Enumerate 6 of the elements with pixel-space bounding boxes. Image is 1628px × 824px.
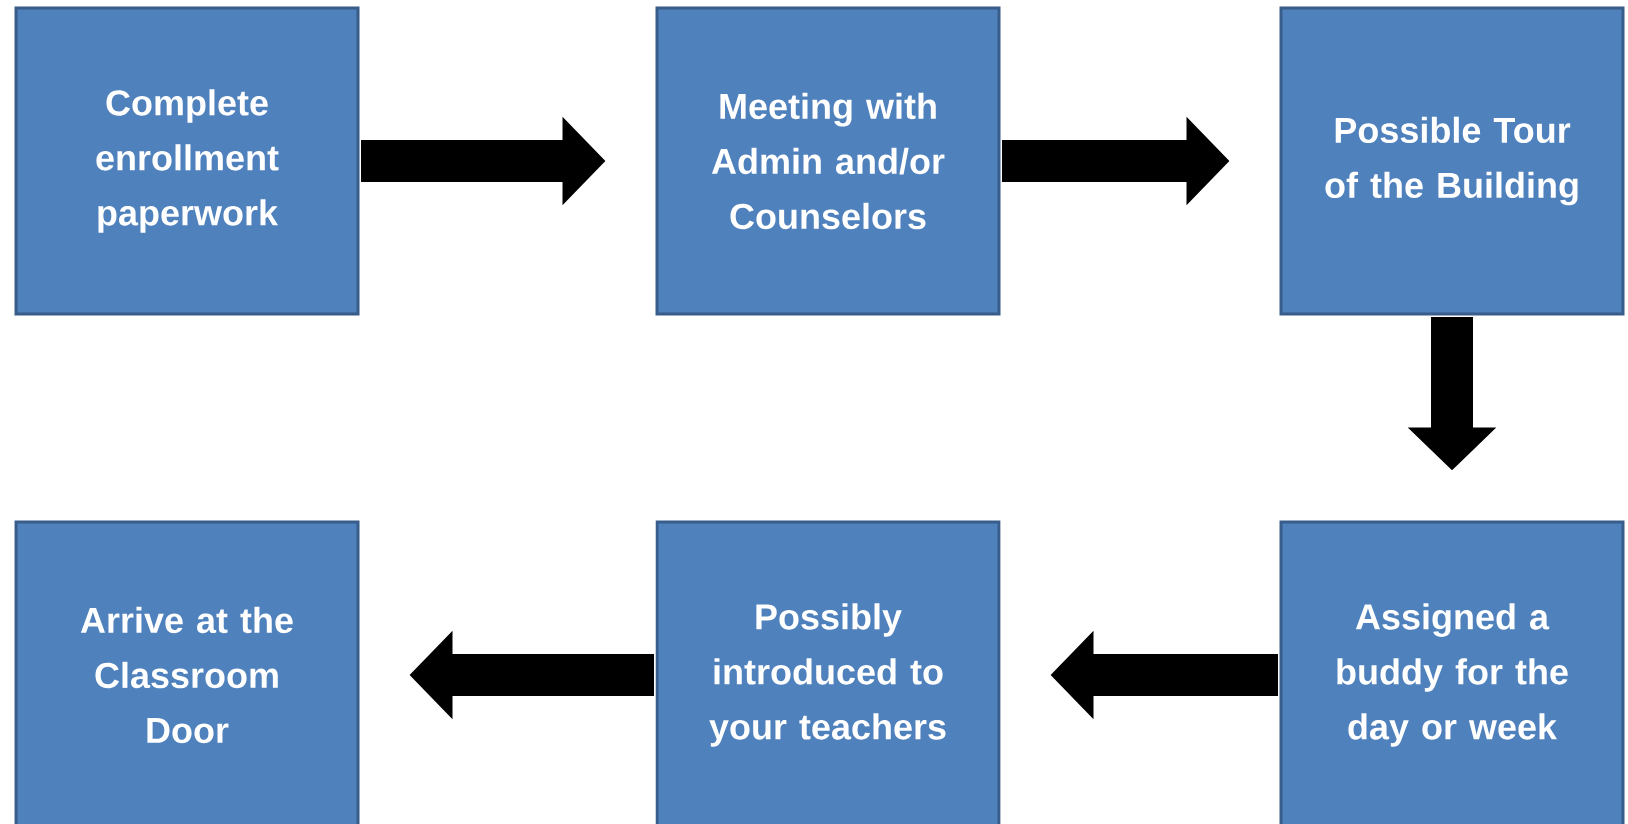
process-box: Arrive at the Classroom Door <box>14 520 360 824</box>
process-box: Possible Tour of the Building <box>1279 6 1625 316</box>
process-box: Possibly introduced to your teachers <box>655 520 1001 824</box>
process-box: Complete enrollment paperwork <box>14 6 360 316</box>
process-box: Meeting with Admin and/or Counselors <box>655 6 1001 316</box>
process-box: Assigned a buddy for the day or week <box>1279 520 1625 824</box>
